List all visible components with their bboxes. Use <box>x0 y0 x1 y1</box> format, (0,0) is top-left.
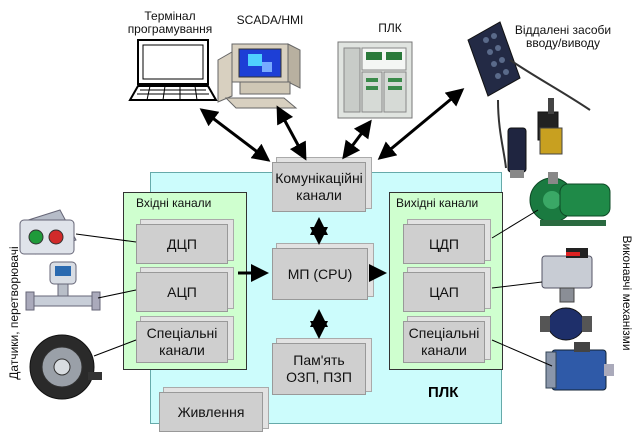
workstation-icon <box>217 43 301 109</box>
output-block-cdp: ЦДП <box>403 224 485 264</box>
terminal-label: Термінал програмування <box>127 9 213 36</box>
actuator-lines <box>491 209 553 367</box>
scada-label: SCADA/HMI <box>236 13 304 27</box>
push-button-station-icon <box>19 209 77 255</box>
cpu-block: МП (CPU) <box>272 248 368 300</box>
plc-label: ПЛК <box>428 384 459 401</box>
output-panel-title: Вихідні канали <box>396 196 479 210</box>
flow-meter-icon <box>25 261 101 311</box>
plc-device-icon <box>337 41 413 119</box>
valve-actuator-icon <box>540 248 593 341</box>
pump-icon <box>529 172 611 226</box>
input-panel-title: Вхідні канали <box>136 196 212 210</box>
comm-channels-block: Комунікаційні канали <box>272 162 366 212</box>
sensor-lines <box>75 233 137 357</box>
input-block-special: Спеціальні канали <box>136 321 228 363</box>
servo-motor-icon <box>545 342 614 391</box>
encoder-icon <box>29 334 102 400</box>
output-block-special: Спеціальні канали <box>403 321 485 363</box>
input-block-adc: АЦП <box>136 272 228 312</box>
network-arrows <box>199 88 465 162</box>
input-block-dcp: ДЦП <box>136 224 228 264</box>
output-block-dac: ЦАП <box>403 272 485 312</box>
laptop-icon <box>128 39 218 101</box>
plc-device-label: ПЛК <box>378 21 402 35</box>
memory-block: Пам'ять ОЗП, ПЗП <box>272 343 366 395</box>
remote-io-icon <box>467 21 591 178</box>
remote-io-label: Віддалені засоби вводу/виводу <box>514 23 612 50</box>
internal-arrows <box>238 217 387 339</box>
power-block: Живлення <box>159 392 263 432</box>
